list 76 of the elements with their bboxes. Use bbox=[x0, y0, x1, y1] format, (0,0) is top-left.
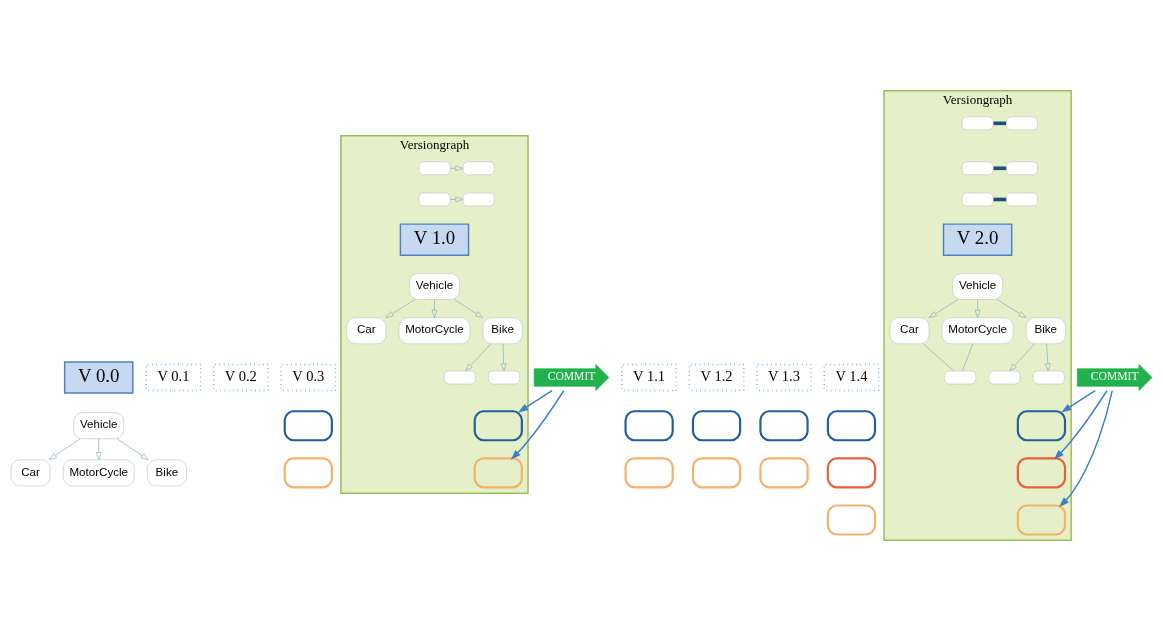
arrow bbox=[453, 299, 484, 318]
arrow bbox=[1059, 389, 1113, 507]
node-box: Bike bbox=[482, 317, 523, 345]
arrow bbox=[95, 438, 102, 461]
node-cloud bbox=[283, 457, 333, 489]
node-box: Car bbox=[889, 317, 930, 345]
node-box bbox=[961, 116, 994, 131]
arrow bbox=[1009, 343, 1035, 372]
arrow bbox=[117, 438, 149, 461]
connector bbox=[962, 343, 974, 372]
node-box: V 1.0 bbox=[399, 223, 470, 257]
node-cloud bbox=[624, 410, 674, 442]
arrow bbox=[450, 165, 464, 172]
node-box bbox=[462, 161, 495, 176]
node-cloud bbox=[473, 457, 523, 489]
node-box: V 1.1 bbox=[621, 363, 678, 392]
node-box: MotorCycle bbox=[62, 459, 135, 487]
node-box bbox=[988, 370, 1021, 385]
node-cloud bbox=[759, 457, 809, 489]
node-cloud bbox=[1016, 457, 1067, 489]
node-box bbox=[462, 192, 495, 207]
arrow bbox=[974, 299, 981, 318]
node-cloud bbox=[691, 457, 742, 489]
node-box: Bike bbox=[146, 459, 187, 487]
arrow bbox=[996, 299, 1027, 318]
node-cloud bbox=[759, 410, 809, 442]
node-cloud bbox=[826, 457, 877, 489]
node-box bbox=[1005, 192, 1038, 207]
node-cloud bbox=[624, 457, 674, 489]
arrow bbox=[928, 299, 959, 318]
node-cloud bbox=[283, 410, 333, 442]
node-box: Vehicle bbox=[73, 412, 125, 440]
arrow bbox=[48, 438, 81, 461]
node-box bbox=[1032, 370, 1065, 385]
arrow bbox=[510, 390, 565, 460]
node-box: V 0.0 bbox=[63, 361, 134, 394]
arrow bbox=[385, 299, 416, 318]
arrow bbox=[1054, 390, 1108, 460]
node-box: V 1.4 bbox=[823, 363, 880, 392]
node-box: V 0.3 bbox=[280, 363, 337, 392]
node-box bbox=[944, 370, 977, 385]
node-box bbox=[443, 370, 476, 385]
arrow bbox=[1044, 343, 1051, 372]
node-box: Car bbox=[346, 317, 387, 345]
node-box: V 1.3 bbox=[756, 363, 812, 392]
node-box bbox=[1005, 161, 1038, 176]
arrow bbox=[1061, 389, 1096, 413]
node-box: V 2.0 bbox=[942, 223, 1013, 257]
node-box bbox=[488, 370, 521, 385]
node-box: Vehicle bbox=[409, 273, 460, 300]
arrow bbox=[431, 299, 438, 318]
node-cloud bbox=[691, 410, 742, 442]
node-box bbox=[418, 192, 451, 207]
connector bbox=[922, 343, 954, 372]
node-box: MotorCycle bbox=[398, 317, 471, 345]
arrow bbox=[465, 343, 492, 372]
node-cloud bbox=[826, 504, 877, 536]
node-box bbox=[961, 161, 994, 176]
node-cloud bbox=[473, 410, 523, 442]
node-box: Bike bbox=[1025, 317, 1066, 345]
node-box: Vehicle bbox=[952, 273, 1003, 300]
arrow bbox=[518, 389, 553, 413]
node-box: Car bbox=[10, 459, 51, 487]
arrow bbox=[450, 196, 464, 203]
node-box bbox=[961, 192, 994, 207]
node-cloud bbox=[1016, 504, 1067, 536]
node-cloud bbox=[826, 410, 877, 442]
node-box bbox=[1005, 116, 1038, 131]
node-box: V 0.2 bbox=[212, 363, 269, 392]
node-box: V 1.2 bbox=[688, 363, 745, 392]
connector bbox=[993, 166, 1007, 171]
arrow bbox=[500, 343, 507, 372]
node-box bbox=[418, 161, 451, 176]
node-box: MotorCycle bbox=[941, 317, 1014, 345]
node-box: V 0.1 bbox=[145, 363, 202, 392]
node-cloud bbox=[1016, 410, 1067, 442]
